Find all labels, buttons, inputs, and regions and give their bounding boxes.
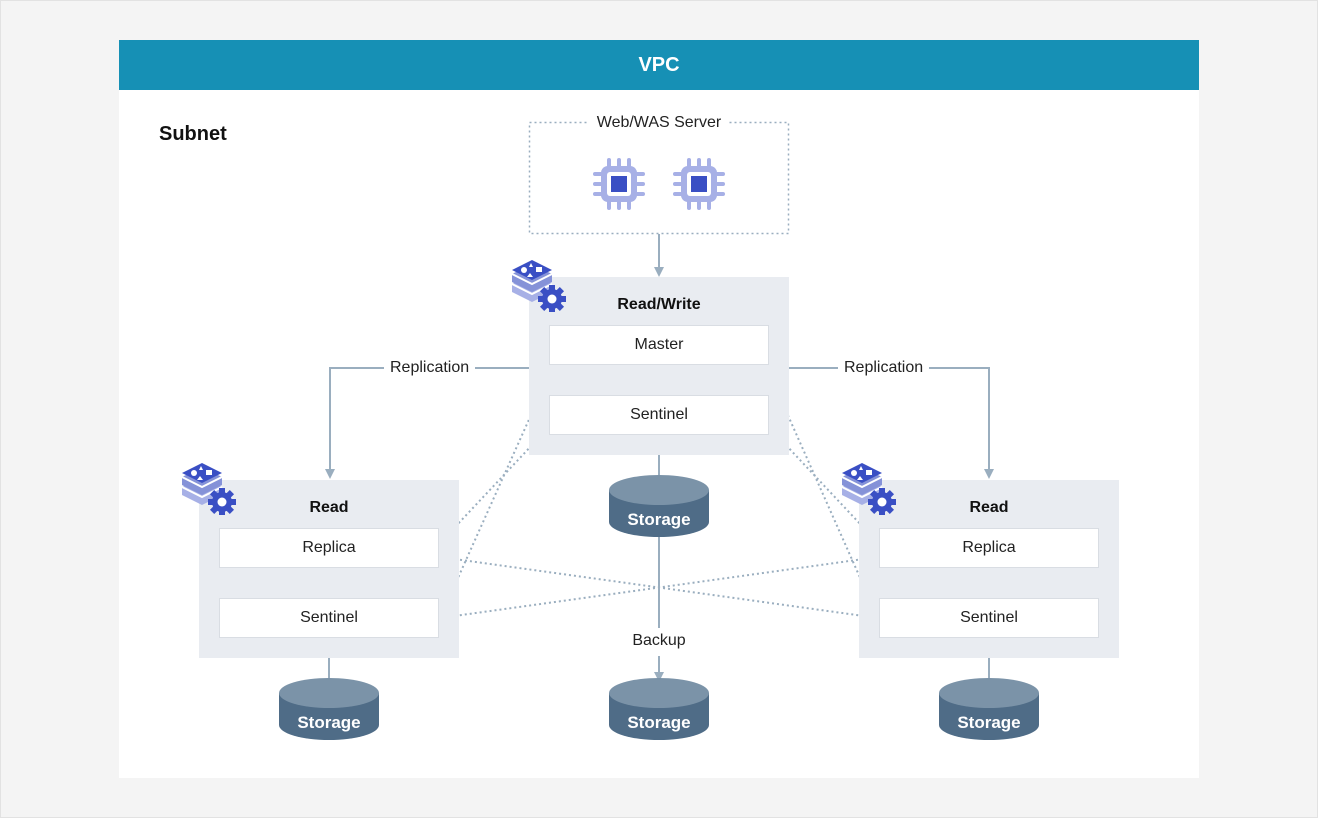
master-storage[interactable]: Storage (608, 474, 710, 538)
redis-config-icon (181, 463, 236, 515)
redis-config-icon (511, 260, 566, 312)
storage-label: Storage (297, 713, 361, 732)
master-sentinel-box[interactable]: Sentinel (549, 395, 769, 435)
left-replica-node-title: Read (309, 499, 349, 516)
storage-cylinder-icon (279, 678, 379, 740)
left-replica-node[interactable]: Read Replica Sentinel (199, 480, 459, 658)
master-node-title: Read/Write (617, 296, 701, 313)
redis-config-icon (841, 463, 896, 515)
cpu-chip-icon (673, 158, 725, 210)
right-replica-node-title: Read (969, 499, 1009, 516)
storage-cylinder-icon (609, 475, 709, 537)
right-replica-node[interactable]: Read Replica Sentinel (859, 480, 1119, 658)
replication-right-label: Replication (838, 359, 930, 377)
storage-label: Storage (627, 713, 691, 732)
master-node[interactable]: Read/Write Master Sentinel (529, 277, 789, 455)
cpu-chip-icon (593, 158, 645, 210)
left-storage[interactable]: Storage (278, 677, 380, 741)
subnet-title: Subnet (159, 123, 227, 145)
left-sentinel-box[interactable]: Sentinel (219, 598, 439, 638)
right-storage[interactable]: Storage (938, 677, 1040, 741)
right-sentinel-box[interactable]: Sentinel (879, 598, 1099, 638)
left-replica-box[interactable]: Replica (219, 528, 439, 568)
replication-left-label: Replication (384, 359, 476, 377)
storage-cylinder-icon (609, 678, 709, 740)
backup-label: Backup (620, 632, 698, 650)
web-server-group-label: Web/WAS Server (589, 112, 729, 134)
storage-label: Storage (627, 510, 691, 529)
vpc-header: VPC (119, 40, 1199, 90)
right-replica-box[interactable]: Replica (879, 528, 1099, 568)
master-box[interactable]: Master (549, 325, 769, 365)
backup-storage[interactable]: Storage (608, 677, 710, 741)
storage-label: Storage (957, 713, 1021, 732)
storage-cylinder-icon (939, 678, 1039, 740)
